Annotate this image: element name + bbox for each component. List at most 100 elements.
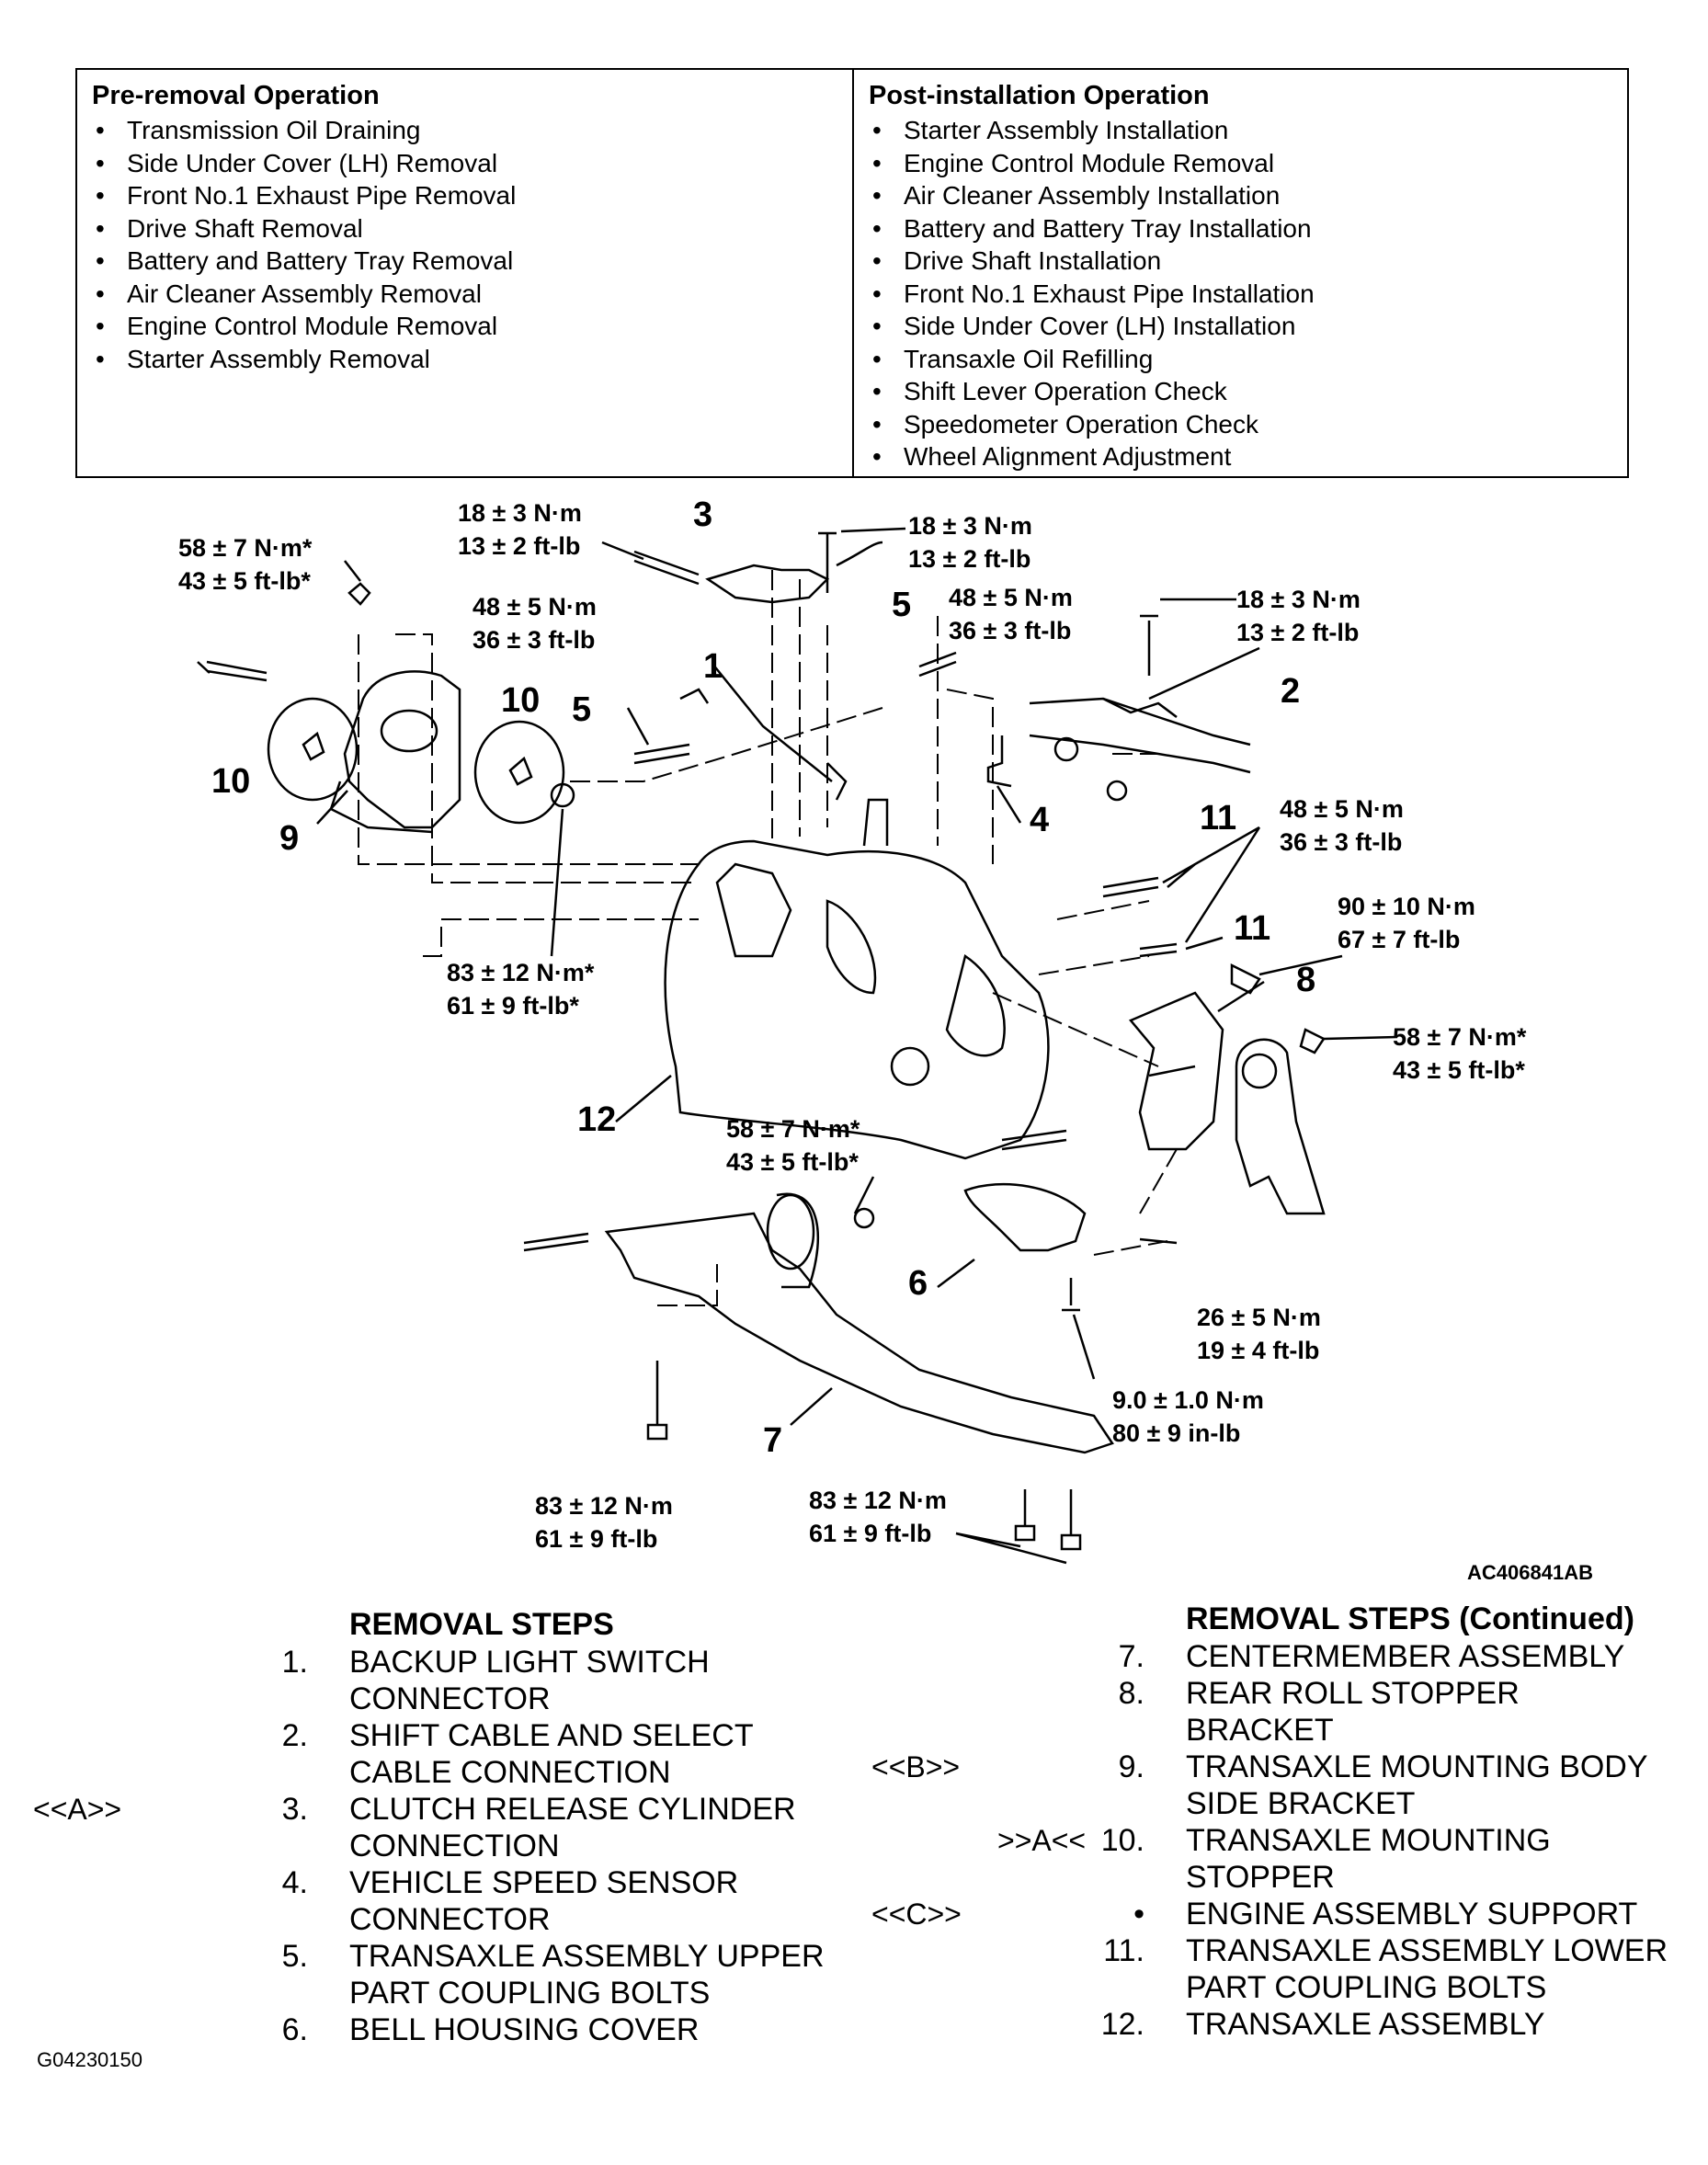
pre-removal-item: • Battery and Battery Tray Removal [90,245,839,278]
bolt-11-lower-shape [1139,942,1178,958]
step-procedure-mark: <<B>> [871,1750,961,1783]
pre-removal-item-text: Drive Shaft Removal [127,213,363,243]
pre-removal-item: •Front No.1 Exhaust Pipe Removal [90,179,839,212]
pre-removal-item: •Transmission Oil Draining [90,114,839,147]
step-text: SIDE BRACKET [1186,1786,1416,1821]
bullet-icon: • [96,213,105,243]
torque-18a-ft: 13 ± 2 ft-lb [458,532,581,560]
bullet-icon: • [872,148,882,177]
pre-removal-item-text: Front No.1 Exhaust Pipe Removal [127,181,517,210]
step-number: 5. [281,1939,308,1974]
post-installation-item: •Speedometer Operation Check [867,408,1614,441]
callout-1: 1 [703,647,723,686]
step-number: 7. [1118,1639,1144,1674]
post-installation-item: •Air Cleaner Assembly Installation [867,179,1614,212]
post-installation-item-text: Air Cleaner Assembly Installation [904,181,1281,210]
torque-26-nm: 26 ± 5 N·m [1197,1304,1321,1331]
bullet-icon: • [96,116,105,144]
step-number: 9. [1118,1749,1144,1784]
torque-83a-nm: 83 ± 12 N·m* [447,959,595,986]
step-number: 11. [1103,1933,1144,1968]
transaxle-body-shape [664,839,1050,1160]
torque-18c-nm: 18 ± 3 N·m [1236,586,1361,613]
removal-steps-continued-title: REMOVAL STEPS (Continued) [1186,1601,1634,1636]
torque-48c-ft: 36 ± 3 ft-lb [1280,828,1403,856]
torque-18b-ft: 13 ± 2 ft-lb [908,545,1031,573]
bullet-icon: • [872,409,882,439]
post-installation-item: •Side Under Cover (LH) Installation [867,310,1614,343]
post-installation-item-text: Engine Control Module Removal [904,148,1275,177]
stopper-10-left-shape [267,697,359,802]
callout-7: 7 [763,1421,783,1460]
pre-removal-item-text: Starter Assembly Removal [127,344,430,373]
step-text: BACKUP LIGHT SWITCH [349,1645,710,1680]
step-text: TRANSAXLE ASSEMBLY UPPER [349,1939,825,1974]
callout-10-left: 10 [211,762,251,801]
callout-12: 12 [577,1100,617,1139]
footer-code: G04230150 [37,2048,142,2071]
post-installation-item-text: Side Under Cover (LH) Installation [904,312,1296,340]
step-number: 8. [1118,1676,1144,1711]
bullet-icon: • [872,344,882,373]
step-text: TRANSAXLE MOUNTING [1186,1823,1551,1858]
post-installation-item-text: Front No.1 Exhaust Pipe Installation [904,279,1315,308]
post-installation-item-text: Shift Lever Operation Check [904,377,1227,405]
callout-9: 9 [279,819,300,858]
torque-58a-ft: 43 ± 5 ft-lb* [178,567,311,595]
step-text: CONNECTION [349,1829,560,1863]
bullet-icon: • [872,442,882,471]
pre-removal-item-text: Battery and Battery Tray Removal [127,246,514,275]
step-text: CONNECTOR [349,1902,551,1937]
torque-18b-nm: 18 ± 3 N·m [908,512,1032,540]
bullet-icon: • [96,279,105,308]
callout-4: 4 [1030,801,1050,839]
post-installation-item: •Transaxle Oil Refilling [867,343,1614,376]
diagram-drawing [197,527,1398,1565]
torque-83c-ft: 61 ± 9 ft-lb [809,1520,932,1547]
step-number: 1. [281,1645,308,1680]
torque-83c-nm: 83 ± 12 N·m [809,1487,947,1514]
torque-26-ft: 19 ± 4 ft-lb [1197,1337,1320,1364]
step-text: CONNECTOR [349,1681,551,1716]
torque-18a-nm: 18 ± 3 N·m [458,499,582,527]
bullet-icon: • [872,377,882,405]
step-text: PART COUPLING BOLTS [1186,1970,1547,2005]
pre-removal-item: •Air Cleaner Assembly Removal [90,278,839,311]
torque-58c-nm: 58 ± 7 N·m* [726,1115,860,1143]
bullet-icon: • [96,344,105,373]
pre-removal-heading: Pre-removal Operation [92,81,380,110]
figure-code: AC406841AB [1467,1561,1593,1584]
pre-removal-item: • Drive Shaft Removal [90,212,839,245]
torque-9-nm: 9.0 ± 1.0 N·m [1112,1386,1264,1414]
step-text: CLUTCH RELEASE CYLINDER [349,1792,796,1827]
mounting-bracket-9-shape [343,670,461,829]
step-text: CENTERMEMBER ASSEMBLY [1186,1639,1625,1674]
exploded-diagram: 58 ± 7 N·m* 43 ± 5 ft-lb* 18 ± 3 N·m 13 … [0,478,1708,1584]
post-installation-item: • Shift Lever Operation Check [867,375,1614,408]
post-installation-column: Post-installation Operation •Starter Ass… [852,70,1627,476]
torque-18c-ft: 13 ± 2 ft-lb [1236,619,1360,646]
pre-removal-column: Pre-removal Operation •Transmission Oil … [77,70,852,476]
torque-90-nm: 90 ± 10 N·m [1338,893,1475,920]
torque-48a-ft: 36 ± 3 ft-lb [473,626,596,654]
step-procedure-mark: >>A<< [997,1824,1087,1857]
bullet-icon: • [96,246,105,275]
post-installation-item: •Drive Shaft Installation [867,245,1614,278]
bolt-11-upper-shape [1102,876,1159,898]
callout-10-right: 10 [501,681,541,720]
pre-removal-item: •Side Under Cover (LH) Removal [90,147,839,180]
torque-83b-nm: 83 ± 12 N·m [535,1492,673,1520]
post-installation-item-text: Battery and Battery Tray Installation [904,213,1312,243]
post-installation-item: •Front No.1 Exhaust Pipe Installation [867,278,1614,311]
torque-83a-ft: 61 ± 9 ft-lb* [447,992,579,1020]
bullet-icon: • [872,116,882,144]
step-text: BRACKET [1186,1713,1334,1748]
step-procedure-mark: <<A>> [33,1793,122,1826]
torque-58c-ft: 43 ± 5 ft-lb* [726,1148,859,1176]
step-text: CABLE CONNECTION [349,1755,671,1790]
bell-housing-cover-6-shape [963,1182,1087,1252]
rear-roll-bracket-8-shape [1128,991,1224,1151]
post-installation-item: •Starter Assembly Installation [867,114,1614,147]
step-number: • [1133,1897,1144,1931]
step-text: TRANSAXLE ASSEMBLY [1186,2007,1545,2042]
